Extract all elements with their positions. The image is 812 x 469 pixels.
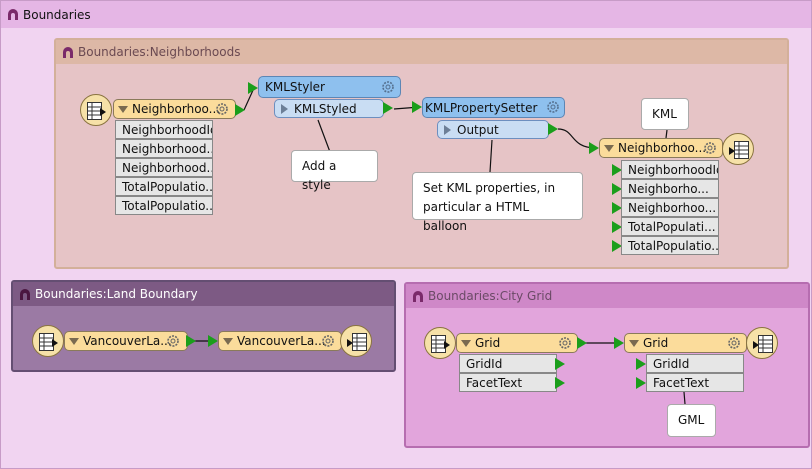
gear-icon[interactable] bbox=[166, 334, 180, 348]
note-leader-props bbox=[489, 139, 493, 173]
bookmark-title-bar[interactable]: Boundaries:City Grid bbox=[406, 284, 808, 308]
output-port-arrow[interactable] bbox=[235, 104, 245, 116]
note-leader-style bbox=[317, 119, 331, 153]
feature-type-title: VancouverLa... bbox=[83, 334, 172, 348]
gear-icon[interactable] bbox=[703, 141, 717, 155]
transformer-title: KMLPropertySetter bbox=[425, 100, 538, 115]
bookmark-title: Boundaries:City Grid bbox=[428, 289, 553, 303]
annotation-kml[interactable]: KML bbox=[641, 98, 689, 130]
expand-icon[interactable] bbox=[444, 124, 451, 135]
attribute-item: Neighborhood... bbox=[115, 139, 213, 158]
writer-vancouver-land[interactable]: VancouverLa... bbox=[218, 331, 342, 351]
writer-icon[interactable] bbox=[746, 327, 778, 359]
note-leader-kml bbox=[665, 129, 668, 139]
gear-icon[interactable] bbox=[215, 102, 229, 116]
writer-grid[interactable]: Grid bbox=[624, 333, 747, 353]
input-port-arrow[interactable] bbox=[612, 240, 622, 252]
port-output[interactable]: Output bbox=[437, 120, 549, 139]
input-port-arrow[interactable] bbox=[636, 377, 646, 389]
bookmark-title: Boundaries:Land Boundary bbox=[35, 287, 198, 301]
transformer-kmlpropertysetter[interactable]: KMLPropertySetter bbox=[422, 97, 565, 118]
feature-type-title: Grid bbox=[643, 336, 669, 350]
reader-icon[interactable] bbox=[80, 94, 112, 126]
collapse-icon[interactable] bbox=[461, 339, 471, 347]
note-leader-gml bbox=[683, 391, 686, 405]
writer-neighborhoods[interactable]: Neighborhoo... bbox=[599, 138, 723, 158]
output-port-arrow[interactable] bbox=[577, 337, 587, 349]
attribute-item: Neighborhood... bbox=[115, 158, 213, 177]
feature-type-title: Neighborhoo... bbox=[618, 141, 707, 155]
attribute-item: TotalPopulatio... bbox=[115, 196, 213, 215]
input-port-arrow[interactable] bbox=[208, 335, 218, 347]
bookmark-icon bbox=[20, 288, 30, 300]
gear-icon[interactable] bbox=[546, 100, 560, 114]
collapse-icon[interactable] bbox=[629, 339, 639, 347]
gear-icon[interactable] bbox=[558, 336, 572, 350]
transformer-kmlstyler[interactable]: KMLStyler bbox=[258, 76, 401, 98]
reader-neighborhoods[interactable]: Neighborhoo... bbox=[113, 99, 236, 119]
attribute-item: GridId bbox=[646, 354, 744, 373]
output-port-arrow[interactable] bbox=[555, 377, 565, 389]
attribute-item: TotalPopulatio... bbox=[621, 236, 719, 255]
input-port-arrow[interactable] bbox=[614, 337, 624, 349]
annotation-add-style[interactable]: Add a style bbox=[291, 150, 378, 192]
collapse-icon[interactable] bbox=[604, 144, 614, 152]
input-port-arrow[interactable] bbox=[612, 221, 622, 233]
output-port-arrow[interactable] bbox=[383, 102, 393, 114]
attribute-item: TotalPopulati... bbox=[621, 217, 719, 236]
attribute-item: TotalPopulatio... bbox=[115, 177, 213, 196]
writer-icon[interactable] bbox=[340, 325, 372, 357]
feature-type-title: Neighborhoo... bbox=[132, 102, 221, 116]
reader-vancouver-land[interactable]: VancouverLa... bbox=[64, 331, 188, 351]
attribute-item: FacetText bbox=[646, 373, 744, 392]
output-port-arrow[interactable] bbox=[186, 335, 196, 347]
bookmark-title-bar[interactable]: Boundaries:Neighborhoods bbox=[56, 40, 787, 64]
input-port-arrow[interactable] bbox=[412, 101, 422, 113]
collapse-icon[interactable] bbox=[118, 105, 128, 113]
bookmark-title: Boundaries:Neighborhoods bbox=[78, 45, 241, 59]
reader-grid[interactable]: Grid bbox=[456, 333, 578, 353]
writer-icon[interactable] bbox=[722, 133, 754, 165]
bookmark-icon bbox=[8, 9, 18, 20]
feature-type-title: Grid bbox=[475, 336, 501, 350]
gear-icon[interactable] bbox=[321, 334, 335, 348]
input-port-arrow[interactable] bbox=[612, 202, 622, 214]
output-port-arrow[interactable] bbox=[555, 358, 565, 370]
attribute-item: FacetText bbox=[459, 373, 557, 392]
collapse-icon[interactable] bbox=[69, 337, 79, 345]
annotation-kml-properties[interactable]: Set KML properties, in particular a HTML… bbox=[412, 172, 583, 233]
attribute-item: Neighborho... bbox=[621, 179, 719, 198]
attribute-item: NeighborhoodId bbox=[115, 120, 213, 139]
bookmark-icon bbox=[63, 46, 73, 58]
bookmark-title: Boundaries bbox=[23, 7, 91, 22]
bookmark-icon bbox=[413, 290, 423, 302]
port-label: KMLStyled bbox=[294, 101, 357, 116]
bookmark-title-bar[interactable]: Boundaries:Land Boundary bbox=[13, 282, 394, 306]
port-label: Output bbox=[457, 122, 499, 137]
input-port-arrow[interactable] bbox=[612, 164, 622, 176]
annotation-gml[interactable]: GML bbox=[667, 404, 716, 437]
reader-icon[interactable] bbox=[424, 327, 456, 359]
input-port-arrow[interactable] bbox=[589, 142, 599, 154]
input-port-arrow[interactable] bbox=[636, 358, 646, 370]
attribute-item: NeighborhoodId bbox=[621, 160, 719, 179]
input-port-arrow[interactable] bbox=[612, 183, 622, 195]
expand-icon[interactable] bbox=[281, 103, 288, 114]
collapse-icon[interactable] bbox=[223, 337, 233, 345]
gear-icon[interactable] bbox=[727, 336, 741, 350]
port-kmlstyled[interactable]: KMLStyled bbox=[274, 99, 384, 118]
transformer-title: KMLStyler bbox=[265, 80, 325, 94]
bookmark-title-bar[interactable]: Boundaries bbox=[1, 1, 811, 28]
gear-icon[interactable] bbox=[381, 80, 395, 94]
bookmark-land-boundary[interactable]: Boundaries:Land Boundary bbox=[11, 280, 396, 372]
attribute-item: Neighborhoo... bbox=[621, 198, 719, 217]
attribute-item: GridId bbox=[459, 354, 557, 373]
feature-type-title: VancouverLa... bbox=[237, 334, 326, 348]
reader-icon[interactable] bbox=[32, 325, 64, 357]
output-port-arrow[interactable] bbox=[548, 123, 558, 135]
input-port-arrow[interactable] bbox=[248, 82, 258, 94]
